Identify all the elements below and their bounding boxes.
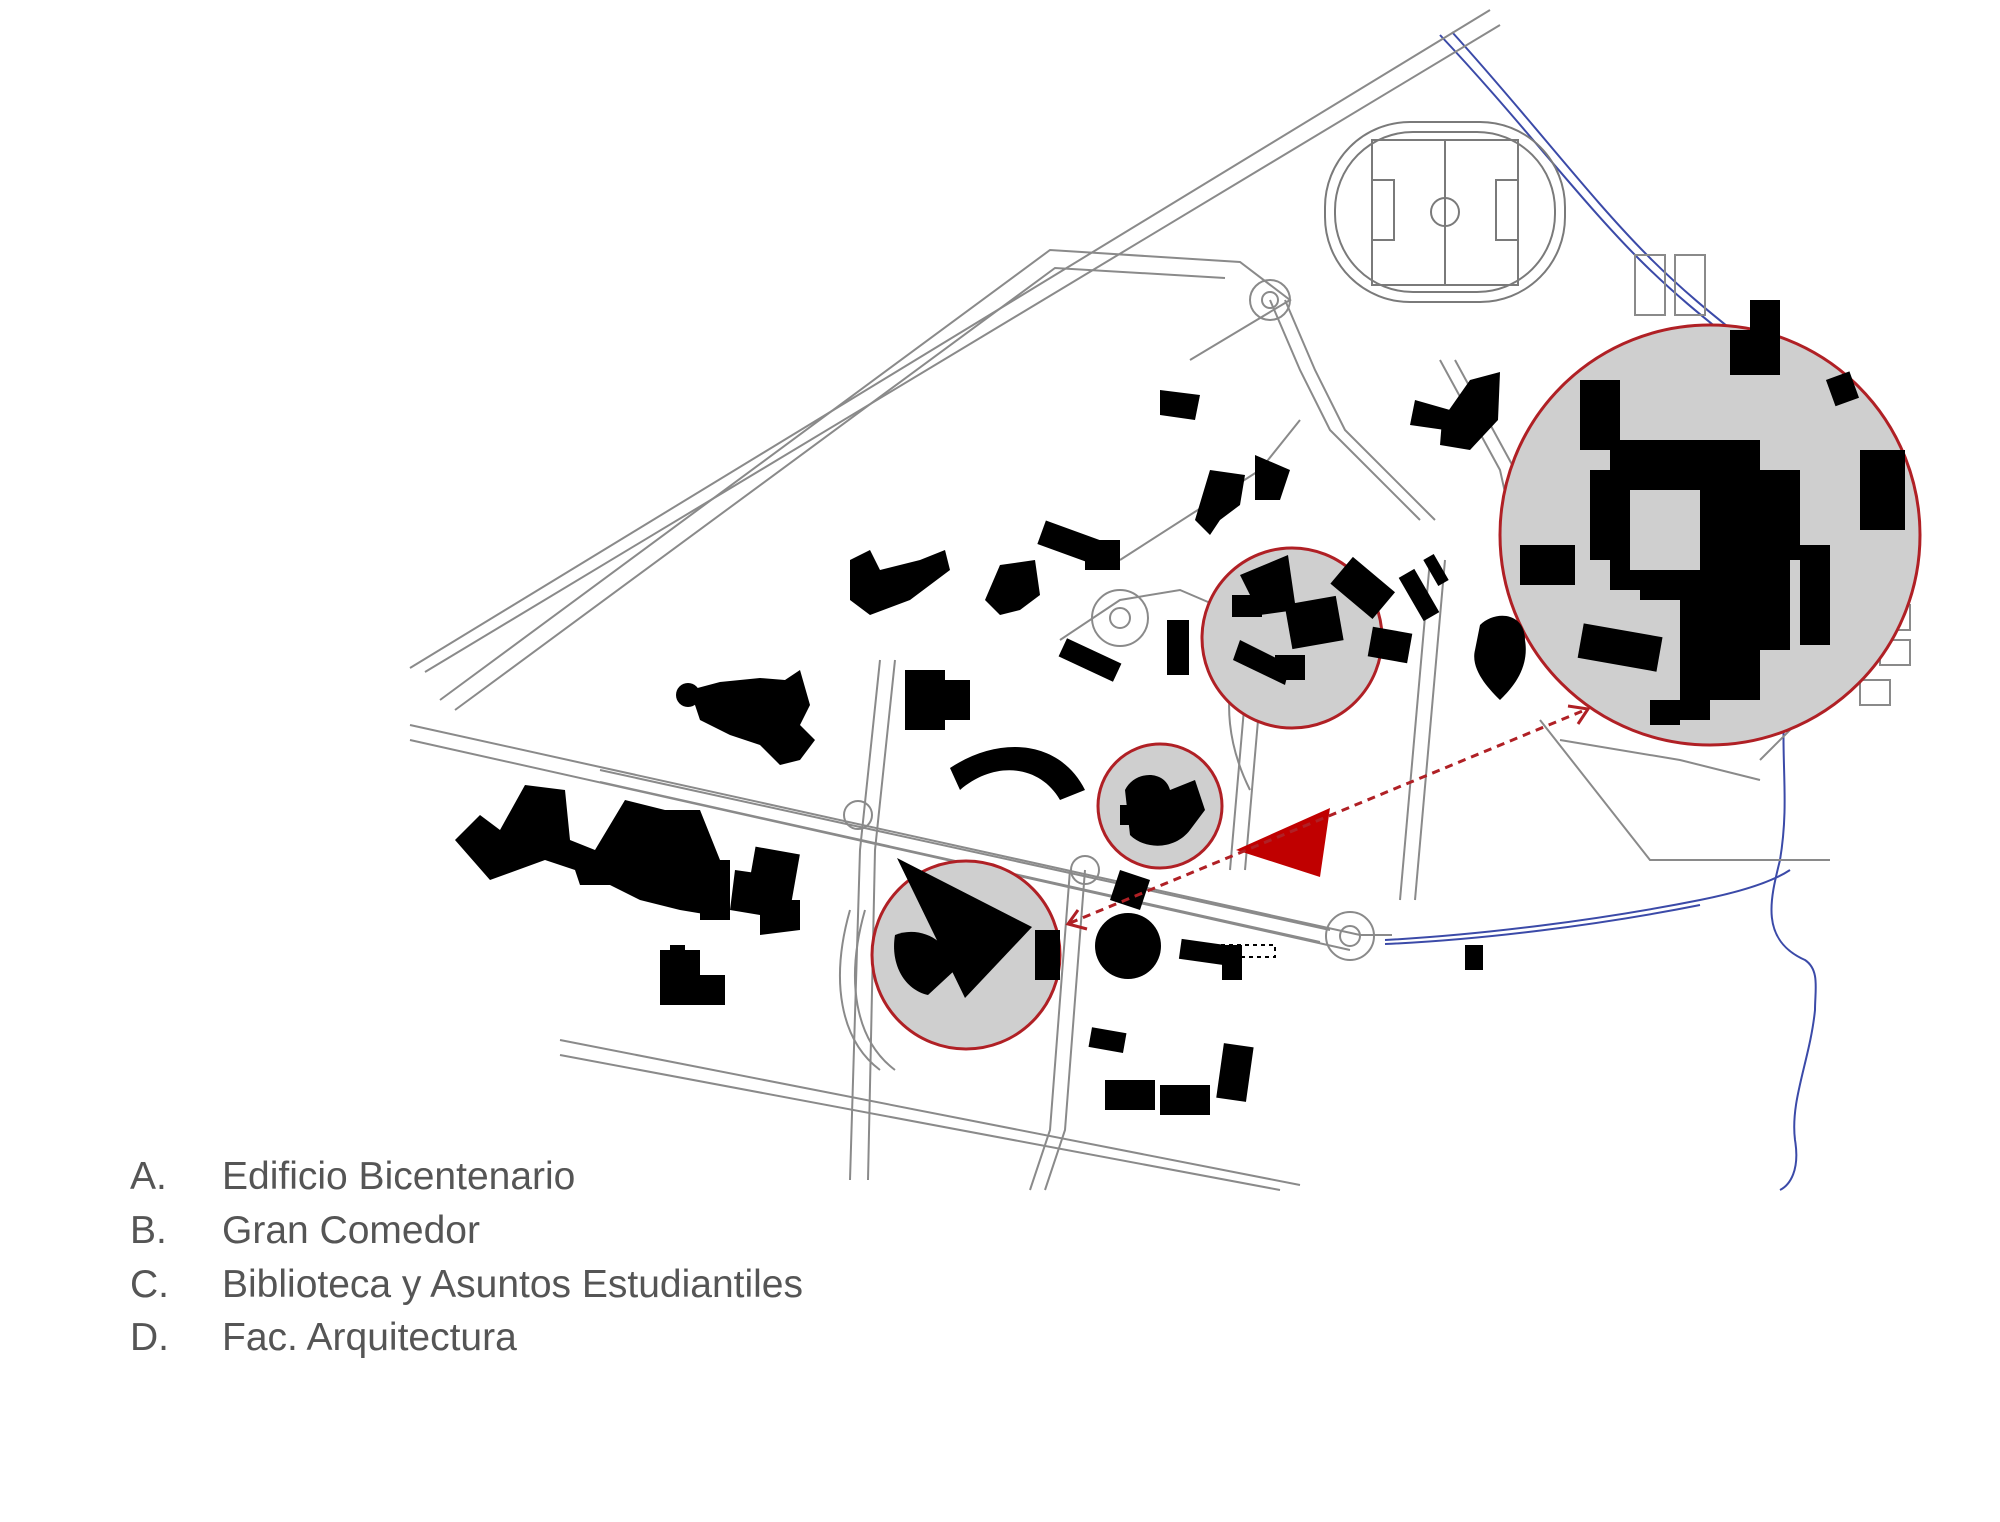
stadium	[1324, 121, 1566, 303]
building-bicentenario	[1580, 380, 1800, 720]
buildings	[455, 300, 1905, 1115]
legend-label: Fac. Arquitectura	[222, 1316, 517, 1360]
highlight-zones	[870, 323, 1922, 1051]
legend-label: Gran Comedor	[222, 1208, 480, 1252]
legend-item-c: C. Biblioteca y Asuntos Estudiantiles	[130, 1258, 830, 1312]
legend-letter: C.	[130, 1262, 169, 1306]
legend-label: Biblioteca y Asuntos Estudiantiles	[222, 1262, 804, 1306]
legend-item-d: D. Fac. Arquitectura	[130, 1311, 830, 1365]
building-fac-arquitectura	[897, 858, 1032, 998]
legend-label: Edificio Bicentenario	[222, 1155, 576, 1198]
building-gran-comedor-round	[1095, 913, 1161, 979]
legend-letter: A.	[130, 1155, 167, 1198]
legend-letter: D.	[130, 1316, 169, 1360]
legend-item-a: A. Edificio Bicentenario	[130, 1150, 830, 1204]
legend-item-b: B. Gran Comedor	[130, 1204, 830, 1258]
legend-letter: B.	[130, 1208, 167, 1252]
map-legend: A. Edificio Bicentenario B. Gran Comedor…	[130, 1150, 830, 1365]
connector-arrow	[1065, 704, 1591, 931]
